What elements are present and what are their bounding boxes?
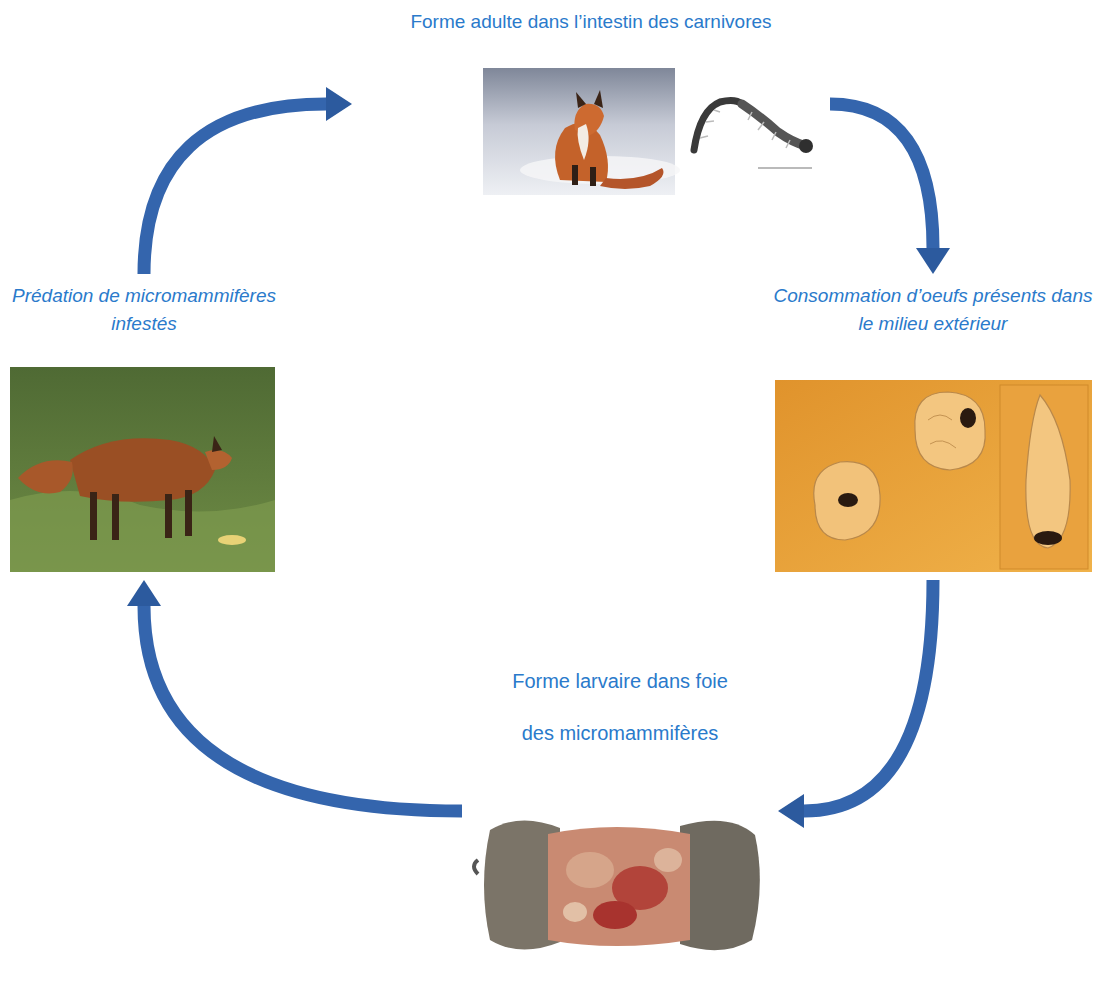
stage-caption: Prédation de micromammifères infestés bbox=[11, 282, 277, 337]
eggs-micrograph bbox=[775, 380, 1092, 572]
arrow-shaft bbox=[830, 104, 933, 248]
cycle-arrow bbox=[830, 104, 950, 274]
stage-caption: Forme adulte dans l’intestin des carnivo… bbox=[371, 10, 811, 35]
stage-caption: Forme larvaire dans foie des micromammif… bbox=[500, 655, 740, 759]
arrow-shaft bbox=[144, 606, 462, 811]
fox-photo bbox=[483, 68, 680, 195]
stage-caption: Consommation d’oeufs présents dans le mi… bbox=[772, 282, 1094, 337]
worm-photo bbox=[685, 95, 820, 175]
arrow-head bbox=[326, 87, 352, 121]
rodent-dissection-photo bbox=[474, 805, 765, 965]
arrow-head bbox=[127, 580, 161, 606]
stage-node: Forme larvaire dans foie des micromammif… bbox=[470, 655, 770, 967]
hunting-fox-photo bbox=[10, 367, 275, 572]
stage-node: Consommation d’oeufs présents dans le mi… bbox=[770, 282, 1096, 572]
arrow-shaft bbox=[144, 104, 326, 274]
cycle-arrow bbox=[778, 580, 933, 828]
arrow-shaft bbox=[804, 580, 933, 811]
stage-node: Prédation de micromammifères infestés bbox=[8, 282, 280, 572]
cycle-arrow bbox=[127, 580, 462, 811]
arrow-head bbox=[778, 794, 804, 828]
cycle-arrow bbox=[144, 87, 352, 274]
arrow-head bbox=[916, 248, 950, 274]
stage-node: Forme adulte dans l’intestin des carnivo… bbox=[360, 10, 822, 198]
